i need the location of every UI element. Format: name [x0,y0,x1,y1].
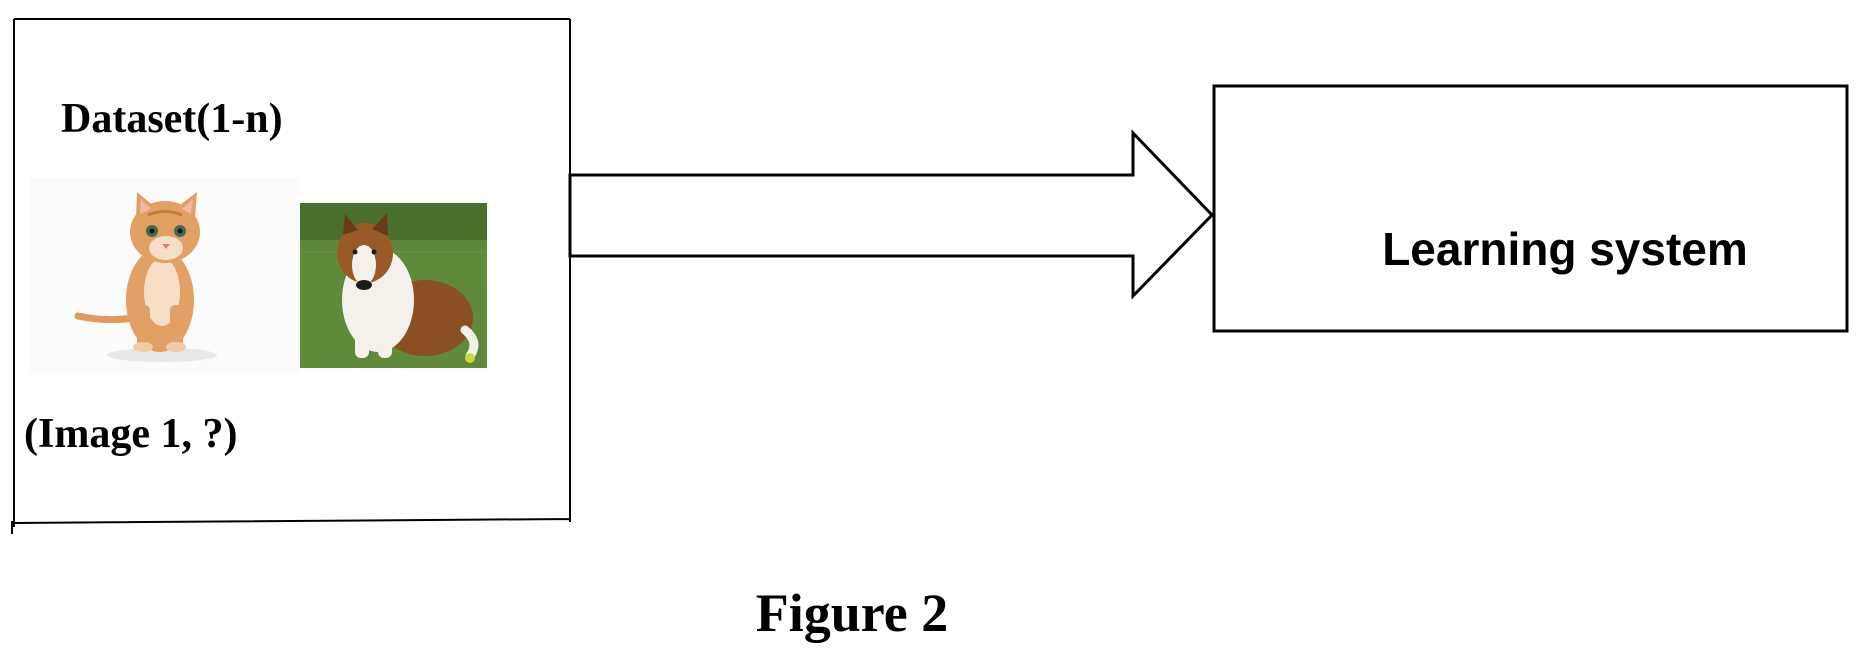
cat-image [30,178,300,373]
dataset-box: Dataset(1-n) [11,18,571,534]
dataset-title: Dataset(1-n) [61,96,283,142]
learning-system-label: Learning system [1382,223,1748,275]
learning-system-box: Learning system [1212,84,1849,333]
flow-arrow [568,129,1215,300]
dataset-caption: (Image 1, ?) [24,411,237,457]
figure-caption: Figure 2 [756,583,948,643]
dog-image [300,203,487,368]
